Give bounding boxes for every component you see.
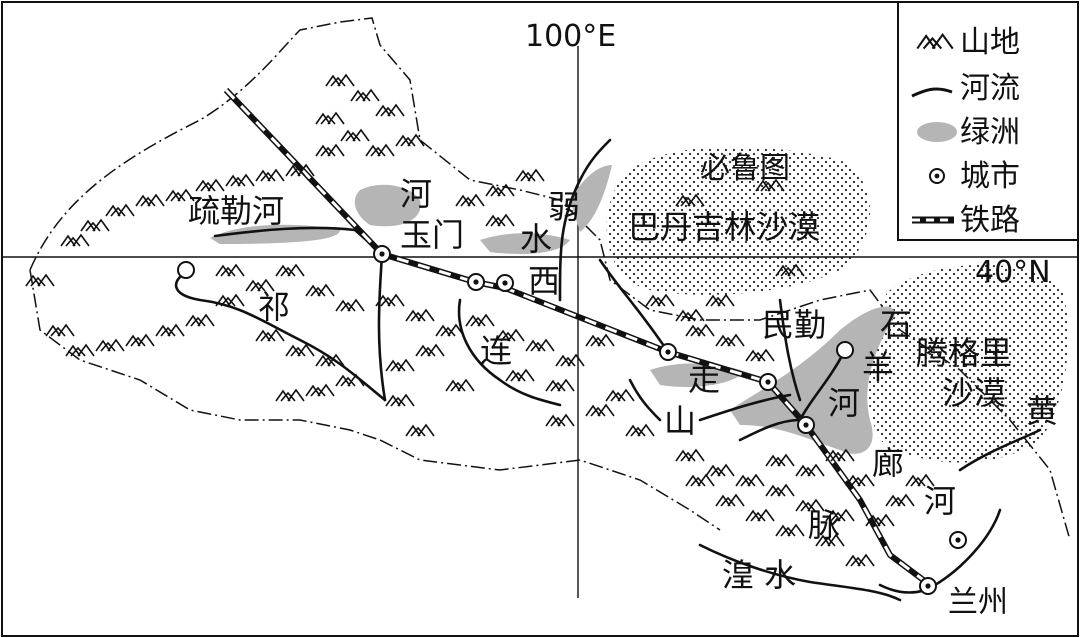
city-wuwei [797, 416, 815, 434]
city-jiuquan [496, 274, 514, 292]
city-baiyin [949, 531, 967, 549]
label-lang: 廊 [872, 444, 904, 482]
label-he-right: 河 [924, 482, 956, 520]
label-qi: 祁 [258, 288, 290, 326]
label-badain-2: 巴丹吉林沙漠 [628, 208, 820, 246]
label-shule-river: 疏勒河 [188, 192, 284, 230]
lat-label: 40°N [975, 255, 1051, 290]
city-lanzhou [919, 577, 937, 595]
legend-label-city: 城市 [960, 159, 1020, 194]
city-icon [929, 168, 945, 184]
badain-jaran-desert [606, 146, 870, 295]
label-lanzhou: 兰州 [948, 585, 1008, 620]
oasis-icon [917, 122, 957, 142]
legend-item-river: 河流 [911, 71, 1020, 106]
label-shui: 水 [520, 220, 552, 258]
tengger-desert [866, 264, 1069, 463]
legend: 山地 河流 绿洲 城市 铁路 [897, 1, 1079, 241]
label-shi: 石 [880, 306, 912, 344]
label-minqin: 民勤 [762, 306, 826, 344]
hollow-circle-minqin [836, 341, 854, 359]
legend-item-city: 城市 [929, 159, 1020, 194]
legend-label-oasis: 绿洲 [960, 115, 1020, 150]
legend-box [897, 1, 1079, 241]
label-badain-1: 必鲁图 [700, 151, 790, 186]
legend-item-mountain: 山地 [916, 25, 1020, 60]
city-jinchang [759, 373, 777, 391]
province-boundary [29, 17, 1071, 541]
label-lian: 连 [480, 332, 512, 370]
legend-label-railway: 铁路 [960, 203, 1020, 238]
city-yumen [373, 245, 391, 263]
cities [177, 245, 967, 595]
label-yang: 羊 [862, 348, 894, 386]
railway [223, 87, 932, 588]
city-zhangye [659, 343, 677, 361]
lon-label: 100°E [525, 19, 616, 54]
river-icon [911, 87, 953, 98]
label-ruo: 弱 [548, 188, 580, 226]
legend-item-oasis: 绿洲 [917, 115, 1020, 150]
label-shan: 山 [664, 402, 696, 440]
label-mai: 脉 [808, 506, 840, 544]
label-huang: 黄 [1026, 392, 1058, 430]
label-xi: 西 [528, 262, 560, 300]
label-he-top: 河 [400, 175, 432, 213]
label-huangshui: 湟 水 [722, 556, 796, 594]
label-tengger-2: 沙漠 [942, 374, 1006, 412]
label-he-mid: 河 [828, 384, 860, 422]
legend-label-river: 河流 [960, 71, 1020, 106]
city-jiayuguan [467, 273, 485, 291]
hollow-circle-west [177, 261, 195, 279]
label-zou: 走 [688, 360, 720, 398]
label-tengger-1: 腾格里 [916, 334, 1012, 372]
label-yumen: 玉门 [400, 216, 464, 254]
legend-label-mountain: 山地 [960, 25, 1020, 60]
legend-item-railway: 铁路 [912, 203, 1020, 238]
